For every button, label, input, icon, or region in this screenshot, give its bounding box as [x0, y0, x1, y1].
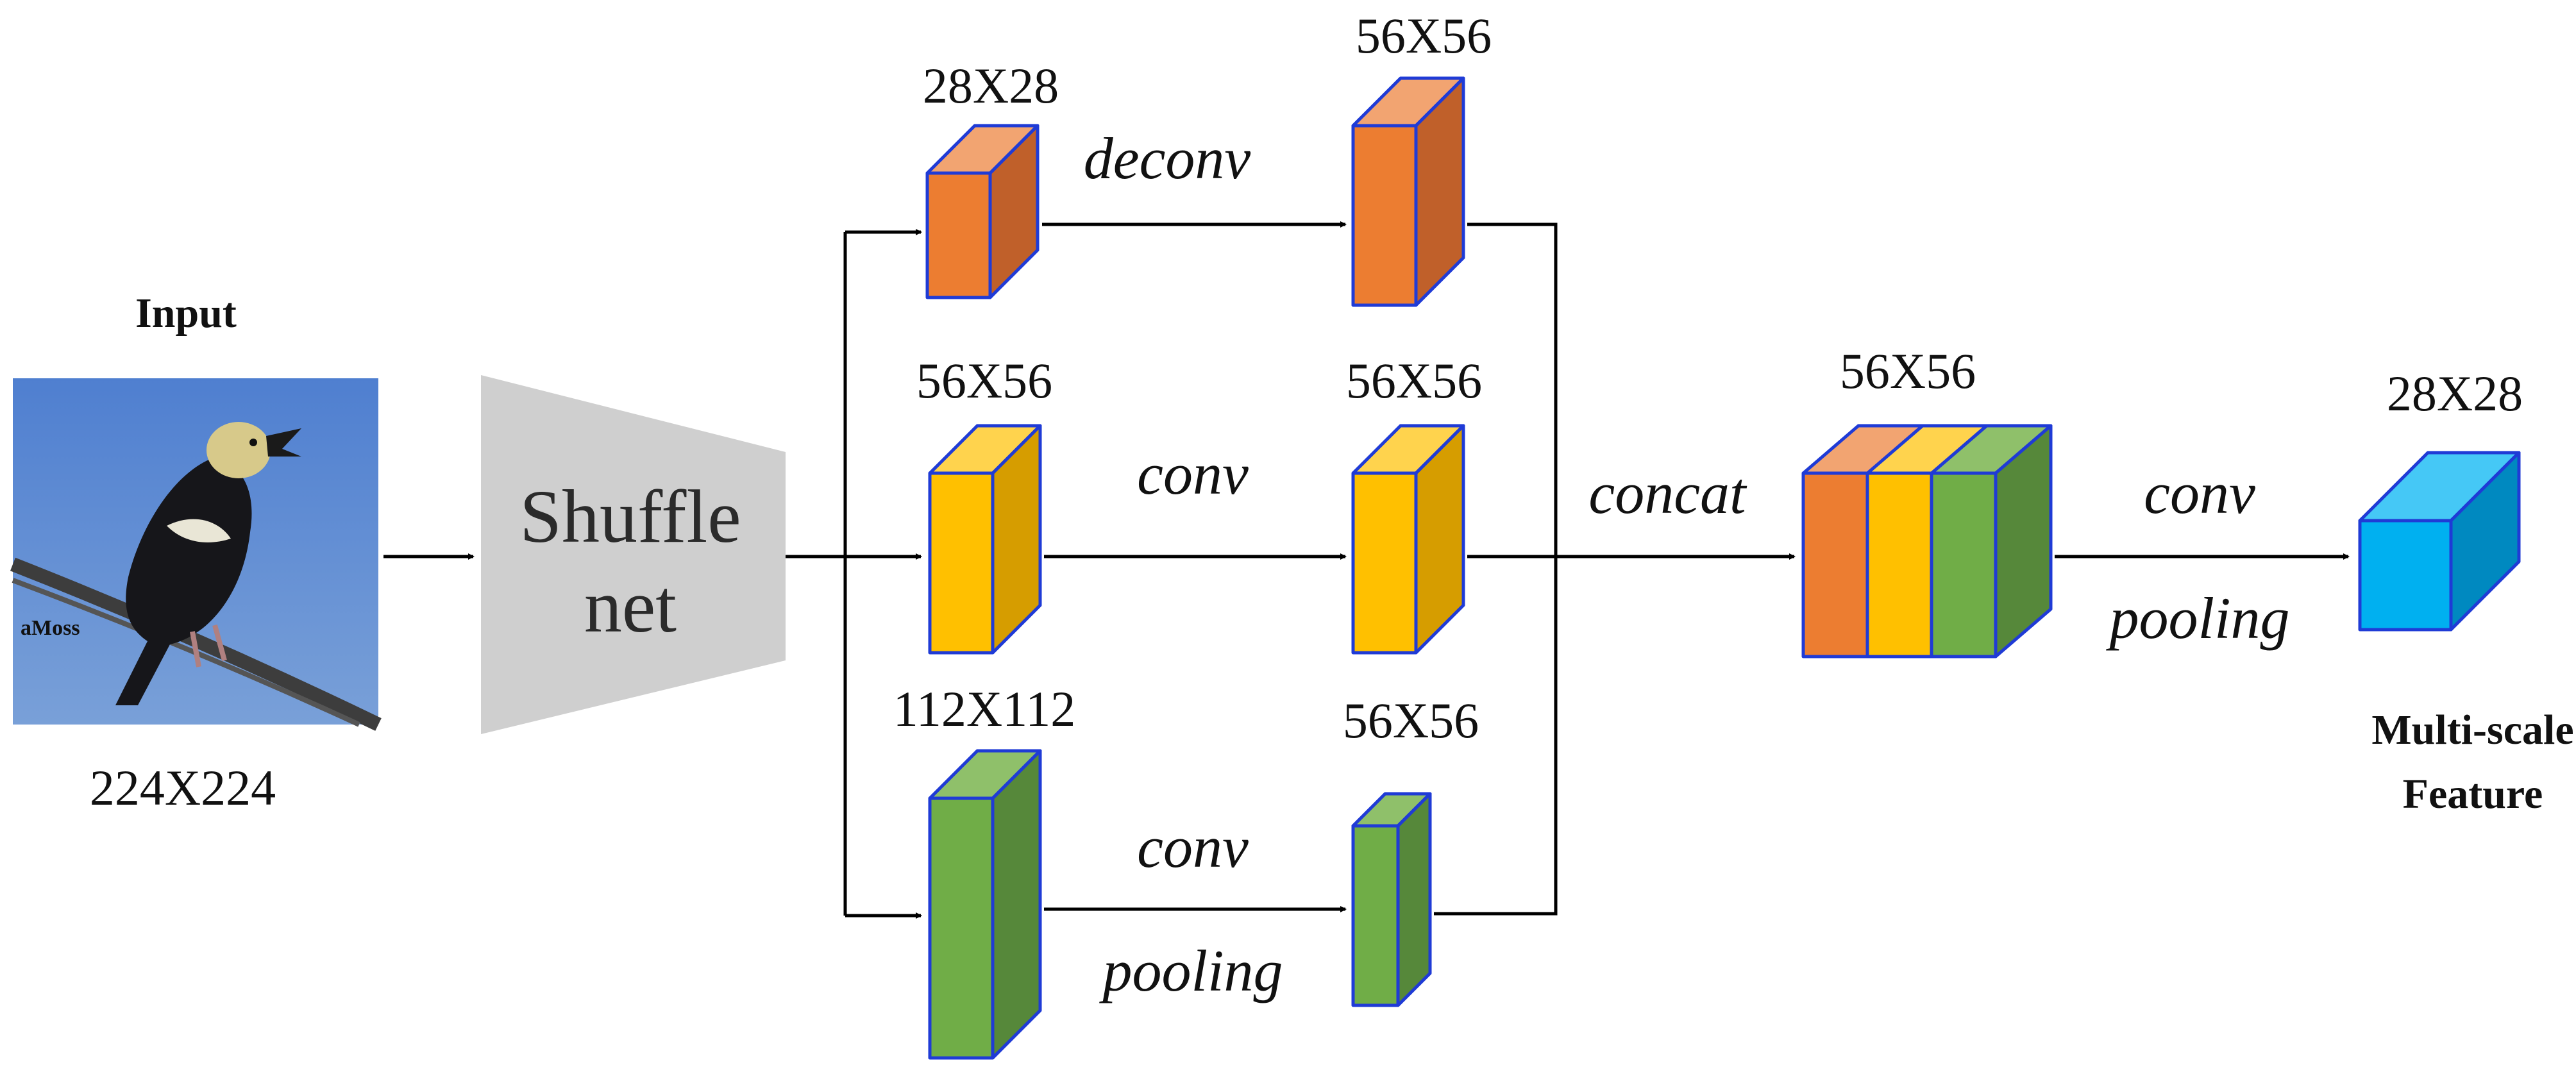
shufflenet-block: [481, 375, 786, 734]
concat-size: 56X56: [1840, 343, 1976, 399]
branch2-op: conv: [1137, 441, 1249, 507]
branch3-output-cube: [1351, 792, 1432, 1007]
merge-wire-3: [1434, 557, 1558, 916]
branch1-output-size: 56X56: [1356, 8, 1492, 63]
branch3-op2: pooling: [1099, 938, 1283, 1003]
bird-body-icon: [115, 458, 252, 705]
branch2-output-size: 56X56: [1346, 353, 1482, 408]
input-size-label: 224X224: [90, 760, 276, 816]
merge-wire-1: [1467, 222, 1558, 557]
branch3-input-cube: [928, 749, 1042, 1060]
output-label-line1: Multi-scale: [2371, 707, 2573, 753]
branch3-output-size: 56X56: [1343, 692, 1479, 748]
bird-head-icon: [206, 422, 271, 478]
image-watermark: aMoss: [21, 616, 80, 640]
backbone-line1: Shuffle: [519, 474, 741, 558]
merge-op: concat: [1588, 460, 1747, 526]
final-op2: pooling: [2105, 585, 2289, 651]
branch1-input-size: 28X28: [923, 58, 1059, 113]
branch1-input-cube: [925, 124, 1040, 299]
branch2-output-cube: [1351, 424, 1465, 655]
output-label-line2: Feature: [2403, 771, 2543, 818]
branch1-op: deconv: [1084, 126, 1251, 191]
branch3-op: conv: [1137, 814, 1249, 880]
input-image: aMoss: [10, 378, 382, 731]
output-size: 28X28: [2387, 365, 2523, 421]
branch3-input-size: 112X112: [893, 681, 1076, 737]
input-title: Input: [135, 290, 237, 337]
branch1-output-cube: [1351, 76, 1465, 307]
branch2-input-cube: [928, 424, 1042, 655]
branch2-input-size: 56X56: [916, 353, 1052, 408]
output-cube: [2358, 451, 2521, 632]
backbone-line2: net: [584, 564, 677, 648]
concat-cube: [1801, 424, 2053, 658]
final-op: conv: [2144, 460, 2255, 526]
